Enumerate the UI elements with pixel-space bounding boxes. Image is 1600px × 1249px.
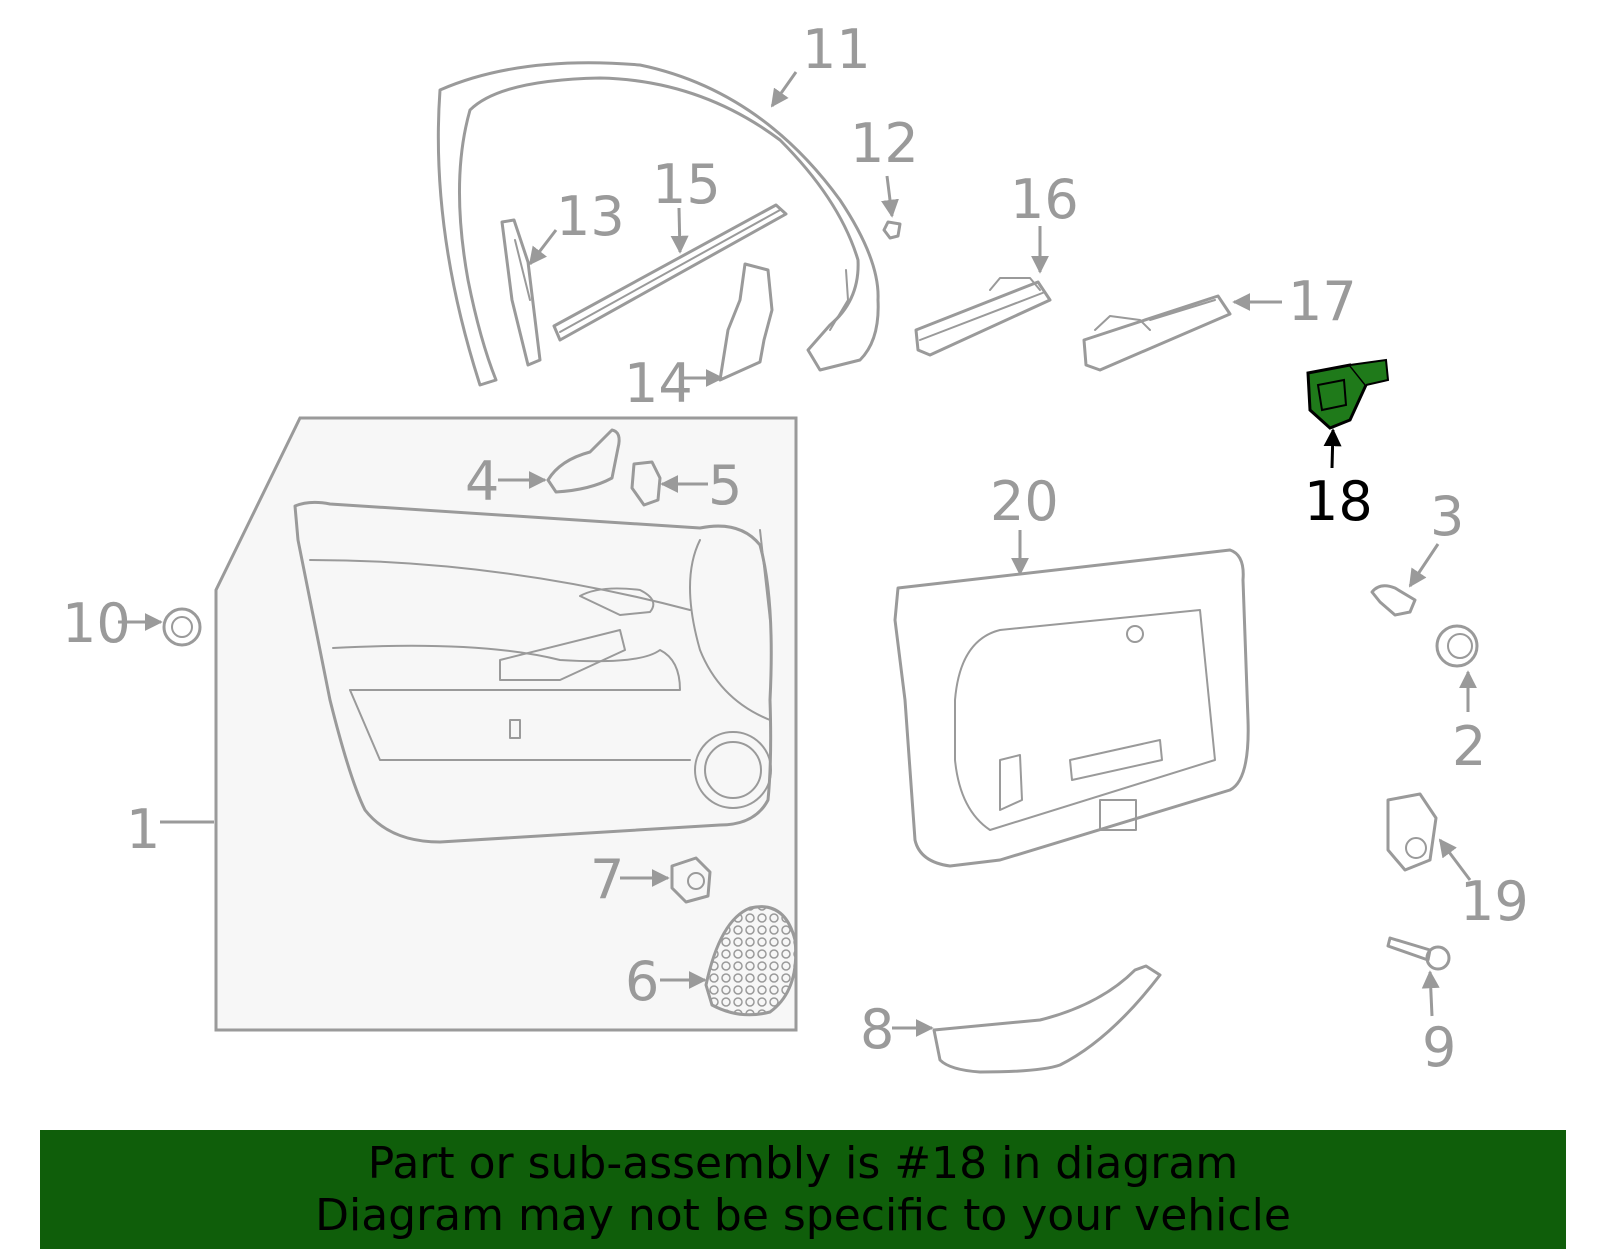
part-7-nut[interactable] <box>670 856 712 904</box>
part-15-belt-molding[interactable] <box>552 203 788 342</box>
part-11-window-frame[interactable] <box>436 61 880 387</box>
callout-16[interactable]: 16 <box>1010 168 1079 231</box>
part-3-push-clip[interactable] <box>1370 584 1417 617</box>
part-18-switch-highlighted[interactable] <box>1306 358 1390 430</box>
callout-13[interactable]: 13 <box>556 185 625 248</box>
part-6-speaker-grille[interactable] <box>704 905 798 1017</box>
callout-5[interactable]: 5 <box>708 454 742 517</box>
callout-11[interactable]: 11 <box>802 18 871 81</box>
callout-15[interactable]: 15 <box>652 153 721 216</box>
part-14-bracket[interactable] <box>718 262 774 382</box>
part-10-grommet[interactable] <box>162 607 202 647</box>
part-13-run-channel[interactable] <box>500 218 542 367</box>
callout-17[interactable]: 17 <box>1288 270 1357 333</box>
callout-4[interactable]: 4 <box>465 450 499 513</box>
callout-14[interactable]: 14 <box>624 352 693 415</box>
part-19-actuator[interactable] <box>1386 792 1438 872</box>
callout-7[interactable]: 7 <box>590 848 624 911</box>
callout-8[interactable]: 8 <box>860 998 894 1061</box>
callout-19[interactable]: 19 <box>1460 870 1529 933</box>
info-banner: Part or sub-assembly is #18 in diagram D… <box>40 1130 1566 1249</box>
part-2-grommet[interactable] <box>1435 624 1479 668</box>
callout-3[interactable]: 3 <box>1430 485 1464 548</box>
callout-20[interactable]: 20 <box>990 470 1059 533</box>
callout-12[interactable]: 12 <box>850 112 919 175</box>
callout-labels: 1 2 3 4 5 6 7 8 9 10 11 12 13 14 15 16 1… <box>62 18 1529 1079</box>
part-8-armrest-trim[interactable] <box>932 964 1162 1074</box>
part-5-clip[interactable] <box>630 460 662 507</box>
leader-arrows <box>118 71 1477 1037</box>
part-12-clip[interactable] <box>882 220 902 240</box>
parts-diagram: 1 2 3 4 5 6 7 8 9 10 11 12 13 14 15 16 1… <box>62 18 1529 1079</box>
part-9-bolt[interactable] <box>1386 936 1451 971</box>
banner-line-2: Diagram may not be specific to your vehi… <box>315 1189 1291 1241</box>
part-16-switch[interactable] <box>914 277 1052 357</box>
part-20-door-carrier[interactable] <box>893 548 1250 868</box>
part-17-master-switch[interactable] <box>1082 294 1232 372</box>
banner-line-1: Part or sub-assembly is #18 in diagram <box>367 1137 1239 1189</box>
part-4-inner-handle[interactable] <box>546 428 621 494</box>
callout-10[interactable]: 10 <box>62 592 131 655</box>
callout-2[interactable]: 2 <box>1452 715 1486 778</box>
callout-9[interactable]: 9 <box>1422 1016 1456 1079</box>
callout-18[interactable]: 18 <box>1304 470 1373 533</box>
callout-6[interactable]: 6 <box>625 950 659 1013</box>
callout-1[interactable]: 1 <box>126 798 160 861</box>
